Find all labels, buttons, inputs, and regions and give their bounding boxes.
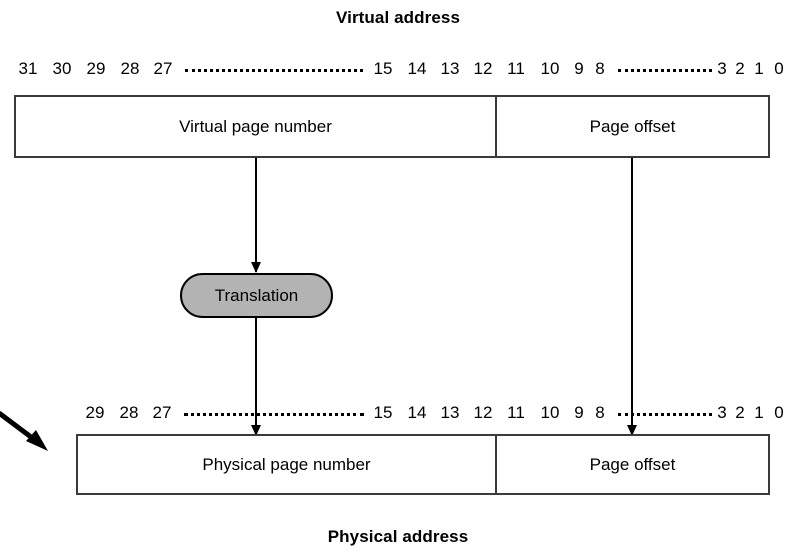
bit-label: 11: [507, 59, 525, 78]
virtual-page-number-field: Virtual page number: [179, 116, 332, 136]
bit-label: 8: [595, 59, 605, 78]
physical-page-offset-field: Page offset: [495, 436, 768, 493]
bit-label: 11: [507, 403, 525, 422]
bit-label: 2: [735, 59, 745, 78]
bit-label: 10: [540, 403, 560, 422]
virtual-address-box: Virtual page number Page offset: [14, 95, 770, 158]
bit-label: 13: [440, 403, 460, 422]
bit-label: 1: [754, 403, 764, 422]
bit-label: 15: [373, 403, 393, 422]
bit-label: 28: [120, 59, 140, 78]
bit-label: 3: [717, 403, 727, 422]
bit-label: 9: [574, 403, 584, 422]
translation-node: Translation: [180, 273, 333, 318]
bit-label: 14: [407, 59, 427, 78]
bit-range-ellipsis-dots: [184, 413, 364, 416]
bit-label: 12: [473, 59, 493, 78]
virtual-page-offset-field: Page offset: [495, 97, 768, 156]
arrow-page-offset-passthrough: [631, 158, 633, 435]
bit-label: 28: [119, 403, 139, 422]
bit-range-ellipsis-dots: [618, 69, 712, 72]
bit-label: 3: [717, 59, 727, 78]
bit-label: 0: [774, 59, 784, 78]
virtual-address-title: Virtual address: [335, 8, 461, 27]
bit-label: 10: [540, 59, 560, 78]
arrow-translation-to-ppn: [255, 318, 257, 435]
bit-label: 0: [774, 403, 784, 422]
bit-label: 27: [153, 59, 173, 78]
bit-range-ellipsis-dots: [185, 69, 363, 72]
bit-label: 14: [407, 403, 427, 422]
virtual-address-bit-labels: 31 30 29 28 27 15 14 13 12 11 10 9 8 3 2…: [0, 58, 796, 80]
physical-address-bit-labels: 29 28 27 15 14 13 12 11 10 9 8 3 2 1 0: [0, 402, 796, 424]
bit-label: 9: [574, 59, 584, 78]
bit-label: 30: [52, 59, 72, 78]
bit-label: 8: [595, 403, 605, 422]
bit-label: 1: [754, 59, 764, 78]
bit-label: 15: [373, 59, 393, 78]
bit-label: 31: [18, 59, 38, 78]
physical-address-title: Physical address: [327, 527, 469, 546]
bit-label: 29: [85, 403, 105, 422]
physical-page-number-field: Physical page number: [202, 454, 371, 474]
bit-label: 13: [440, 59, 460, 78]
bit-label: 27: [152, 403, 172, 422]
incoming-diagonal-arrow: [0, 411, 48, 451]
bit-range-ellipsis-dots: [618, 413, 712, 416]
bit-label: 12: [473, 403, 493, 422]
physical-address-box: Physical page number Page offset: [76, 434, 770, 495]
bit-label: 29: [86, 59, 106, 78]
bit-label: 2: [735, 403, 745, 422]
arrow-vpn-to-translation: [255, 158, 257, 272]
